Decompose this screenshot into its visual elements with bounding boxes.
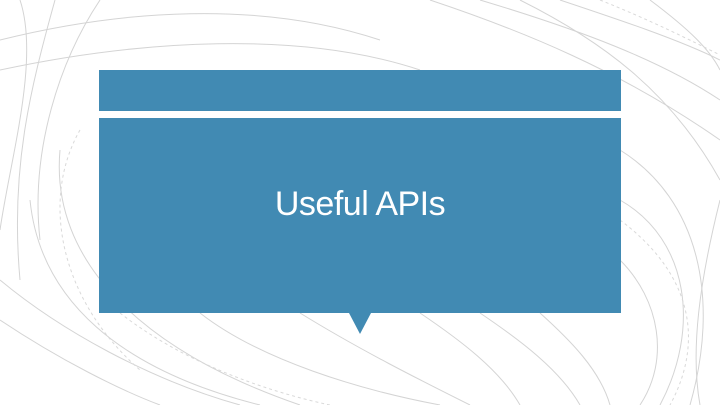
header-band: [99, 70, 621, 111]
callout-pointer: [349, 313, 371, 334]
title-box: Useful APIs: [99, 118, 621, 313]
slide-title: Useful APIs: [274, 185, 446, 223]
